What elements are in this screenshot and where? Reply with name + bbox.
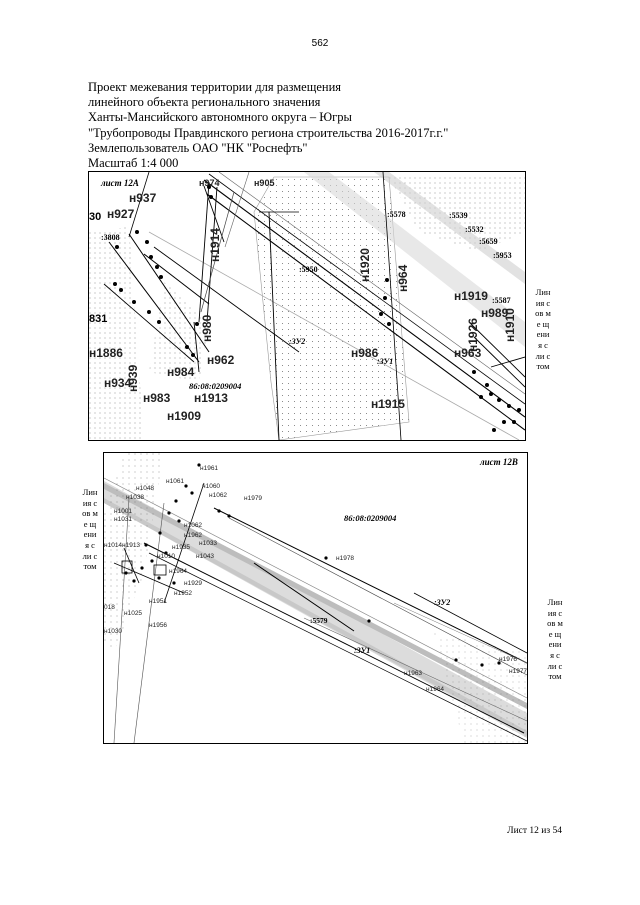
svg-text:н1920: н1920 <box>358 248 372 282</box>
svg-text:н1048: н1048 <box>136 485 154 492</box>
svg-text:н1952: н1952 <box>174 590 192 597</box>
svg-text:н1926: н1926 <box>466 318 480 352</box>
svg-text:н1014: н1014 <box>104 542 122 549</box>
map-12a-drawing: лист 12А 86:08:0209004 :ЗУ2 :ЗУ1 н927 н9… <box>89 172 525 440</box>
svg-text::5532: :5532 <box>465 225 484 234</box>
svg-text:н937: н937 <box>129 191 157 205</box>
svg-text:н1914: н1914 <box>208 228 222 262</box>
map-12v-parcel-zu1: :ЗУ1 <box>354 646 370 655</box>
svg-text::5587: :5587 <box>492 296 511 305</box>
svg-text:н984: н984 <box>167 365 195 379</box>
svg-text:831: 831 <box>89 313 107 325</box>
svg-text::5953: :5953 <box>493 251 512 260</box>
svg-text:н1033: н1033 <box>199 540 217 547</box>
svg-text:н1910: н1910 <box>503 308 517 342</box>
svg-text:н1915: н1915 <box>371 397 405 411</box>
svg-text:н1963: н1963 <box>404 670 422 677</box>
svg-text::5950: :5950 <box>299 265 318 274</box>
svg-text:н1010: н1010 <box>157 553 175 560</box>
svg-text:н1031: н1031 <box>114 516 132 523</box>
svg-text:н1935: н1935 <box>172 544 190 551</box>
legend-junction-top: Линия сов ме щ ения с ли стом <box>535 287 551 372</box>
map-sheet-12v: лист 12В 86:08:0209004 :ЗУ2 :ЗУ1 н1961 н… <box>103 452 528 744</box>
svg-text:н986: н986 <box>351 346 379 360</box>
svg-text:н1956: н1956 <box>149 622 167 629</box>
svg-text:н939: н939 <box>126 364 140 392</box>
page-number: 562 <box>311 38 329 49</box>
svg-text::3808: :3808 <box>101 233 120 242</box>
svg-text:н1062: н1062 <box>209 492 227 499</box>
map-12a-sheet-label: лист 12А <box>100 178 139 188</box>
svg-text:н1913: н1913 <box>122 542 140 549</box>
map-12v-parcel-zu2: :ЗУ2 <box>434 598 450 607</box>
header-line-6: Масштаб 1:4 000 <box>88 156 179 171</box>
map-sheet-12a: лист 12А 86:08:0209004 :ЗУ2 :ЗУ1 н927 н9… <box>88 171 526 441</box>
svg-text:н934: н934 <box>104 376 132 390</box>
svg-text:н905: н905 <box>254 178 274 188</box>
svg-text:н962: н962 <box>207 353 235 367</box>
svg-text:н1951: н1951 <box>149 598 167 605</box>
svg-text:н1964: н1964 <box>169 568 187 575</box>
svg-text:н1038: н1038 <box>126 494 144 501</box>
map-12a-block-label: 86:08:0209004 <box>189 381 241 391</box>
svg-text:н1060: н1060 <box>202 483 220 490</box>
header-line-5: Землепользователь ОАО "НК "Роснефть" <box>88 140 308 155</box>
svg-text:н927: н927 <box>107 207 135 221</box>
svg-text:н1886: н1886 <box>89 346 123 360</box>
svg-text:н1001: н1001 <box>114 508 132 515</box>
svg-text:н1919: н1919 <box>454 289 488 303</box>
svg-text:н1061: н1061 <box>166 478 184 485</box>
svg-text:н1030: н1030 <box>104 628 122 635</box>
map-12v-drawing: лист 12В 86:08:0209004 :ЗУ2 :ЗУ1 н1961 н… <box>104 453 527 743</box>
svg-text::5579: :5579 <box>310 616 328 625</box>
svg-text::5578: :5578 <box>387 210 406 219</box>
svg-text:н1025: н1025 <box>124 610 142 617</box>
sheet-footer: Лист 12 из 54 <box>507 826 562 836</box>
svg-text:н980: н980 <box>200 314 214 342</box>
svg-text:н963: н963 <box>454 346 482 360</box>
svg-text:н964: н964 <box>396 264 410 292</box>
svg-text:н1909: н1909 <box>167 409 201 423</box>
svg-text:н1961: н1961 <box>200 465 218 472</box>
map-12a-parcel-zu2: :ЗУ2 <box>289 337 305 346</box>
header-line-1: Проект межевания территории для размещен… <box>88 80 342 94</box>
document-header: Проект межевания территории для размещен… <box>88 80 508 171</box>
svg-text:018: 018 <box>104 604 115 611</box>
map-12a-parcel-zu1: :ЗУ1 <box>377 357 393 366</box>
svg-text:н989: н989 <box>481 306 509 320</box>
header-line-3: Ханты-Мансийского автономного округа – Ю… <box>88 110 352 125</box>
svg-text:н1978: н1978 <box>336 555 354 562</box>
svg-text:н1977: н1977 <box>509 668 527 675</box>
svg-text::5659: :5659 <box>479 237 498 246</box>
svg-text:н1979: н1979 <box>244 495 262 502</box>
svg-text:н983: н983 <box>143 391 171 405</box>
svg-text:н974: н974 <box>199 178 219 188</box>
legend-junction-bottom-left: Линия сов ме щ ения с ли стом <box>82 487 98 572</box>
svg-text:н1929: н1929 <box>184 580 202 587</box>
svg-text:н1962: н1962 <box>184 532 202 539</box>
svg-text:н1913: н1913 <box>194 391 228 405</box>
legend-junction-bottom-right: Линия сов ме щ ения с ли стом <box>547 597 563 682</box>
svg-text:н1043: н1043 <box>196 553 214 560</box>
header-line-2: линейного объекта регионального значения <box>88 95 321 110</box>
map-12v-block-label: 86:08:0209004 <box>344 513 396 523</box>
map-12v-sheet-label: лист 12В <box>479 457 518 467</box>
svg-text:н1976: н1976 <box>499 656 517 663</box>
svg-text:н1062: н1062 <box>184 522 202 529</box>
svg-text:н1964: н1964 <box>426 686 444 693</box>
header-line-4: "Трубопроводы Правдинского региона строи… <box>88 125 449 140</box>
svg-text::5539: :5539 <box>449 211 468 220</box>
svg-text:30: 30 <box>89 211 101 223</box>
